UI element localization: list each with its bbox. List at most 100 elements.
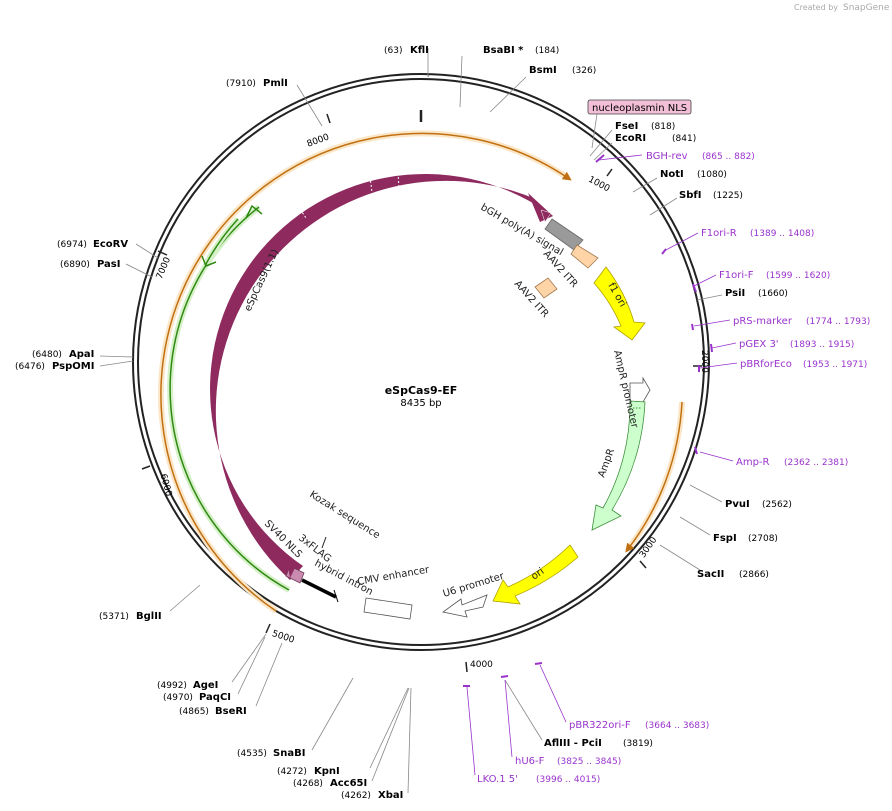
primer-f1ori-r-name: F1ori-R — [701, 228, 737, 239]
pmark-prs-marker — [691, 323, 694, 331]
site-afliii-pcii: AflIII - PciI — [544, 738, 602, 749]
site-acc65i-pos: (4268) — [293, 779, 323, 789]
cas9-divider-1 — [369, 176, 373, 193]
primer-lko15-range: (3996 .. 4015) — [536, 775, 600, 785]
cas9-arrowhead — [528, 193, 553, 222]
tick-label-8000: 8000 — [306, 132, 331, 149]
leader-fspi — [679, 516, 711, 536]
leader-sacii — [659, 544, 701, 571]
pleader-pbrforeco — [699, 362, 738, 369]
tick-7000 — [157, 250, 168, 256]
site-bsmi-pos: (326) — [572, 66, 596, 76]
leader-acc65i — [371, 687, 410, 782]
primer-pbrforeco-name: pBRforEco — [740, 359, 792, 370]
site-pcii-name: PciI — [581, 738, 601, 749]
hybrid-intron-feature — [301, 578, 337, 599]
pmark-pbr322ori-f — [534, 662, 543, 665]
pleader-pgex3 — [711, 342, 737, 349]
tick-6000 — [141, 465, 151, 470]
cmv-enhancer-feature — [363, 597, 413, 620]
snapgene-brand: SnapGene — [843, 3, 890, 13]
pleader-lko15 — [466, 686, 476, 776]
site-psii-name: PsiI — [725, 288, 745, 299]
pmark-pgex3 — [710, 343, 713, 353]
tick-label-5000: 5000 — [271, 629, 296, 646]
site-pvui-pos: (2562) — [762, 500, 792, 510]
leader-xbai — [407, 687, 412, 794]
site-ecorv-name: EcoRV — [93, 239, 128, 250]
primer-pbrforeco-range: (1953 .. 1971) — [803, 360, 867, 370]
primer-hu6-f-range: (3825 .. 3845) — [557, 757, 621, 767]
plasmid-name: eSpCas9-EF — [385, 384, 458, 397]
site-kfli-pos: (63) — [384, 46, 402, 56]
primer-prs-marker-name: pRS-marker — [733, 316, 793, 327]
primer-bgh-rev-range: (865 .. 882) — [702, 152, 755, 162]
pleader-pbr322ori-f — [539, 664, 567, 723]
primer-pgex3-range: (1893 .. 1915) — [790, 340, 854, 350]
pmark-bgh-rev — [595, 154, 605, 163]
primer-pbr322ori-f-range: (3664 .. 3683) — [645, 721, 709, 731]
orange-arc-left — [160, 132, 572, 612]
site-bglii-name: BglII — [136, 611, 162, 622]
ampr-label: AmpR — [596, 447, 617, 479]
aav2-itr-2-feature — [534, 277, 558, 299]
tick-label-1000: 1000 — [586, 175, 611, 195]
leader-bseri — [255, 642, 283, 707]
cas9-divider-3 — [297, 205, 307, 219]
site-bglii-pos: (5371) — [99, 612, 129, 622]
site-xbai-pos: (4262) — [341, 791, 371, 801]
primer-pbr322ori-f-name: pBR322ori-F — [569, 720, 631, 731]
site-pmli-pos: (7910) — [226, 79, 256, 89]
leader-noti — [632, 177, 658, 193]
tick-label-4000: 4000 — [470, 660, 493, 670]
sv40-nls-feature — [288, 566, 296, 578]
site-noti-pos: (1080) — [697, 170, 727, 180]
plasmid-size: 8435 bp — [400, 398, 441, 409]
site-sacii-name: SacII — [697, 569, 724, 580]
leader-agei — [231, 633, 267, 683]
ampr-feature — [591, 400, 646, 531]
site-kpni-pos: (4272) — [277, 767, 307, 777]
primer-hu6-f-name: hU6-F — [515, 756, 545, 767]
primer-f1ori-f-range: (1599 .. 1620) — [766, 271, 830, 281]
site-noti-name: NotI — [660, 169, 684, 180]
tick-1000 — [606, 168, 613, 177]
site-afliii-sep: - — [570, 738, 581, 749]
tick-5000 — [265, 623, 271, 634]
nucleoplasmin-nls-label: nucleoplasmin NLS — [592, 103, 687, 114]
leader-psii — [696, 294, 723, 301]
leader-bsmi — [489, 76, 527, 113]
site-paqci-name: PaqCI — [199, 692, 231, 703]
site-paqci-pos: (4970) — [163, 693, 193, 703]
aav2-itr-1-feature — [570, 244, 599, 269]
backbone-outer — [132, 73, 710, 651]
f1-ori-feature — [593, 266, 646, 341]
pleader-bgh-rev — [598, 154, 643, 161]
green-arc-outer-head — [245, 204, 263, 219]
leader-paqci — [237, 636, 266, 695]
site-ecori-pos: (841) — [672, 134, 696, 144]
primer-amp-r-name: Amp-R — [736, 457, 770, 468]
site-pvui-name: PvuI — [725, 499, 750, 510]
primer-lko15-name: LKO.1 5' — [477, 774, 518, 785]
leader-sbfi — [649, 197, 678, 216]
site-pmli-name: PmlI — [263, 78, 288, 89]
site-snabi-pos: (4535) — [237, 749, 267, 759]
site-pspomi-name: PspOMI — [52, 361, 94, 372]
primer-bgh-rev-name: BGH-rev — [646, 151, 688, 162]
site-bseri-name: BseRI — [215, 706, 247, 717]
pmark-f1ori-f — [692, 283, 697, 293]
site-agei-name: AgeI — [193, 680, 218, 691]
site-bsabi-pos: (184) — [535, 46, 559, 56]
cas9-divider-2 — [397, 172, 400, 189]
site-pasi-pos: (6890) — [60, 260, 90, 270]
site-bseri-pos: (4865) — [179, 707, 209, 717]
leader-fsei — [589, 129, 613, 157]
site-afliii-pos: (3819) — [623, 739, 653, 749]
primer-amp-r-range: (2362 .. 2381) — [784, 458, 848, 468]
pleader-f1ori-f — [693, 274, 717, 287]
ori-feature — [492, 544, 579, 605]
primer-leaders — [463, 154, 738, 776]
kozak-mark — [321, 536, 327, 549]
